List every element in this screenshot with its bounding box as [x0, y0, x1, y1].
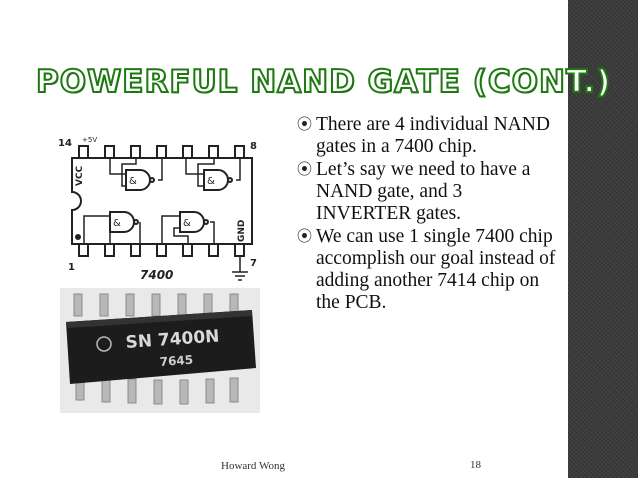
- pin-1-label: 1: [68, 262, 75, 273]
- footer-page-number: 18: [470, 459, 481, 471]
- vcc-text: VCC: [75, 165, 85, 186]
- gate-2-symbol: &: [207, 176, 215, 187]
- vcc-voltage-label: +5V: [82, 136, 97, 144]
- bullet-text: Let’s say we need to have a NAND gate, a…: [316, 159, 531, 224]
- chip-part-label: 7400: [140, 268, 173, 282]
- bullet-item: ⦿Let’s say we need to have a NAND gate, …: [297, 159, 559, 225]
- pin-7-label: 7: [250, 258, 257, 269]
- gate-1-symbol: &: [129, 176, 137, 187]
- nand-pinout-diagram: 14 +5V VCC 8 1 7 GND 7400 & & & &: [58, 136, 257, 282]
- chip-photo: SN 7400N 7645: [60, 288, 260, 413]
- bullet-text: We can use 1 single 7400 chip accomplish…: [316, 226, 556, 313]
- bullet-list: ⦿There are 4 individual NAND gates in a …: [297, 114, 559, 315]
- bullet-marker-icon: ⦿: [297, 117, 313, 133]
- gnd-text: GND: [237, 220, 247, 242]
- right-decorative-bar: [568, 0, 638, 478]
- gate-4-symbol: &: [183, 218, 191, 229]
- bullet-marker-icon: ⦿: [297, 162, 313, 178]
- bullet-item: ⦿We can use 1 single 7400 chip accomplis…: [297, 226, 559, 314]
- pin-14-label: 14: [58, 138, 72, 149]
- chip-marking-line2: 7645: [159, 353, 193, 369]
- bullet-text: There are 4 individual NAND gates in a 7…: [316, 114, 550, 157]
- bullet-marker-icon: ⦿: [297, 229, 313, 245]
- gate-3-symbol: &: [113, 218, 121, 229]
- slide-title: POWERFUL NAND GATE (CONT.): [35, 63, 612, 101]
- footer-author: Howard Wong: [221, 460, 285, 472]
- bullet-item: ⦿There are 4 individual NAND gates in a …: [297, 114, 559, 158]
- pin-8-label: 8: [250, 141, 257, 152]
